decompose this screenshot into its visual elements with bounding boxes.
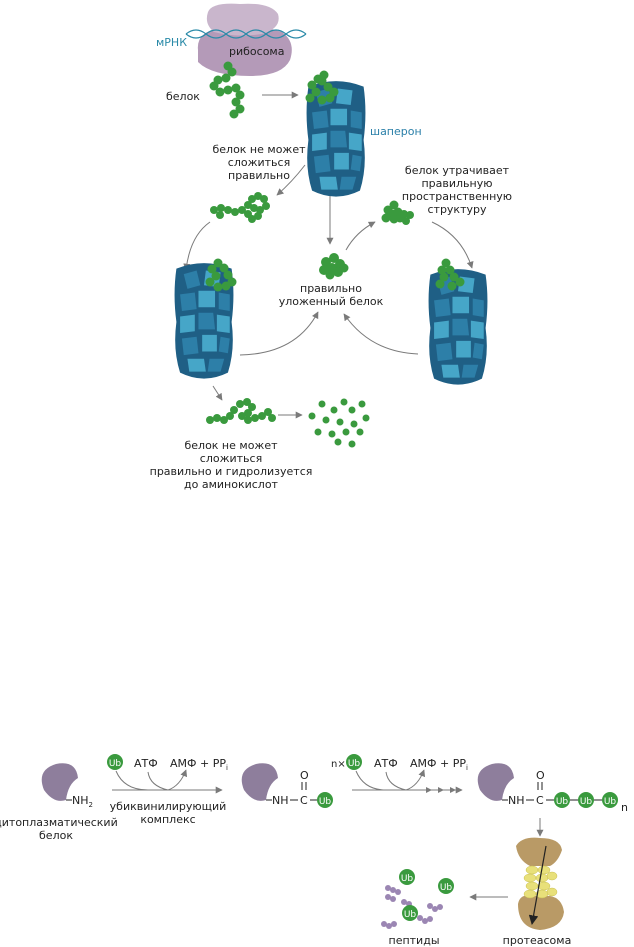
- n-suffix-label: n: [621, 801, 628, 814]
- o-label-2: O: [536, 769, 545, 782]
- arrow-to-misfolded: [276, 164, 306, 196]
- amp-label-2: АМФ + PPi: [410, 757, 468, 772]
- lose-text-3: пространственную: [402, 190, 512, 203]
- chaperone-label: шаперон: [370, 125, 422, 138]
- chaperone-left: [174, 258, 237, 379]
- misfolded-protein: [210, 192, 270, 223]
- mrna-strand: [185, 29, 307, 39]
- ub-badge-7: Ub: [399, 869, 415, 885]
- proteasome: [516, 837, 564, 930]
- ub-badge-5: Ub: [578, 792, 594, 808]
- svg-text:Ub: Ub: [348, 759, 361, 769]
- nh-label-1: NH: [272, 794, 289, 807]
- arrow-right-chaperone-to-folded: [343, 313, 419, 355]
- nh2-label: NH2: [72, 794, 93, 809]
- poly-ub-protein-shape: [477, 763, 514, 801]
- ribosome: [197, 3, 292, 76]
- hydro-text-2: сложиться: [200, 452, 262, 465]
- svg-text:Ub: Ub: [401, 874, 414, 884]
- ub-badge-1: Ub: [107, 754, 123, 770]
- hydro-text-1: белок не может: [184, 439, 278, 452]
- ub-badge-4: Ub: [554, 792, 570, 808]
- nascent-protein-chain: [209, 61, 245, 119]
- misfolded-chain-bottom: [206, 398, 276, 424]
- arrow-left-chaperone-to-folded: [239, 311, 319, 356]
- ub-badge-9: Ub: [402, 905, 418, 921]
- hydro-text-4: до аминокислот: [184, 478, 279, 491]
- hydro-text-3: правильно и гидролизуется: [150, 465, 313, 478]
- complex-caption-1: убиквинилирующий: [110, 800, 227, 813]
- protein-caption-2: белок: [39, 829, 73, 842]
- mrna-label: мРНК: [156, 36, 187, 49]
- chaperone-right: [428, 258, 488, 385]
- cytoplasmic-protein-shape: [41, 763, 78, 801]
- peptides-label: пептиды: [389, 934, 440, 947]
- svg-text:Ub: Ub: [404, 910, 417, 920]
- svg-text:Ub: Ub: [556, 797, 569, 807]
- arrow-misfolded-to-left-chaperone: [183, 221, 211, 271]
- peptides-group: Ub Ub Ub: [381, 869, 454, 929]
- protein-folding-diagram: мРНК рибосома белок шаперон белок не мож…: [150, 3, 512, 491]
- protein-caption-1: цитоплазматический: [0, 816, 118, 829]
- folded-protein: [319, 253, 349, 280]
- folded-text-1: правильно: [300, 282, 362, 295]
- svg-text:Ub: Ub: [440, 883, 453, 893]
- lose-text-2: правильную: [421, 177, 492, 190]
- n-times-label: n×: [331, 759, 346, 770]
- ub-badge-2: Ub: [317, 792, 333, 808]
- nh-label-2: NH: [508, 794, 525, 807]
- amp-label-1: АМФ + PPi: [170, 757, 228, 772]
- lose-text-1: белок утрачивает: [405, 164, 510, 177]
- o-label-1: O: [300, 769, 309, 782]
- misfold-text-3: правильно: [228, 169, 290, 182]
- protein-label: белок: [166, 90, 200, 103]
- chaperone-center: [305, 70, 366, 197]
- c-label-1: C: [300, 794, 308, 807]
- misfold-text-2: сложиться: [228, 156, 290, 169]
- svg-text:Ub: Ub: [604, 797, 617, 807]
- complex-caption-2: комплекс: [140, 813, 195, 826]
- amino-acids: [308, 398, 370, 448]
- reaction-arrow-1: [112, 769, 223, 794]
- lose-text-4: структуру: [427, 203, 486, 216]
- reaction-arrow-2: [352, 769, 463, 794]
- atp-label-1: АТФ: [134, 757, 158, 770]
- unfolded-protein: [381, 200, 414, 225]
- folded-text-2: уложенный белок: [279, 295, 384, 308]
- proteasome-label: протеасома: [503, 934, 572, 947]
- ub-badge-8: Ub: [438, 878, 454, 894]
- mono-ub-protein-shape: [241, 763, 278, 801]
- svg-text:Ub: Ub: [319, 797, 332, 807]
- svg-text:Ub: Ub: [109, 759, 122, 769]
- ub-badge-6: Ub: [602, 792, 618, 808]
- ribosome-label: рибосома: [229, 45, 284, 58]
- arrow-folded-to-unfolded: [345, 221, 376, 251]
- ub-badge-3: Ub: [346, 754, 362, 770]
- misfold-text-1: белок не может: [212, 143, 306, 156]
- c-label-2: C: [536, 794, 544, 807]
- svg-text:Ub: Ub: [580, 797, 593, 807]
- ubiquitination-diagram: NH2 цитоплазматический белок Ub АТФ АМФ …: [0, 754, 628, 947]
- arrow-unfolded-to-chaperone: [431, 221, 474, 269]
- arrow-to-degraded-chain: [212, 385, 223, 401]
- atp-label-2: АТФ: [374, 757, 398, 770]
